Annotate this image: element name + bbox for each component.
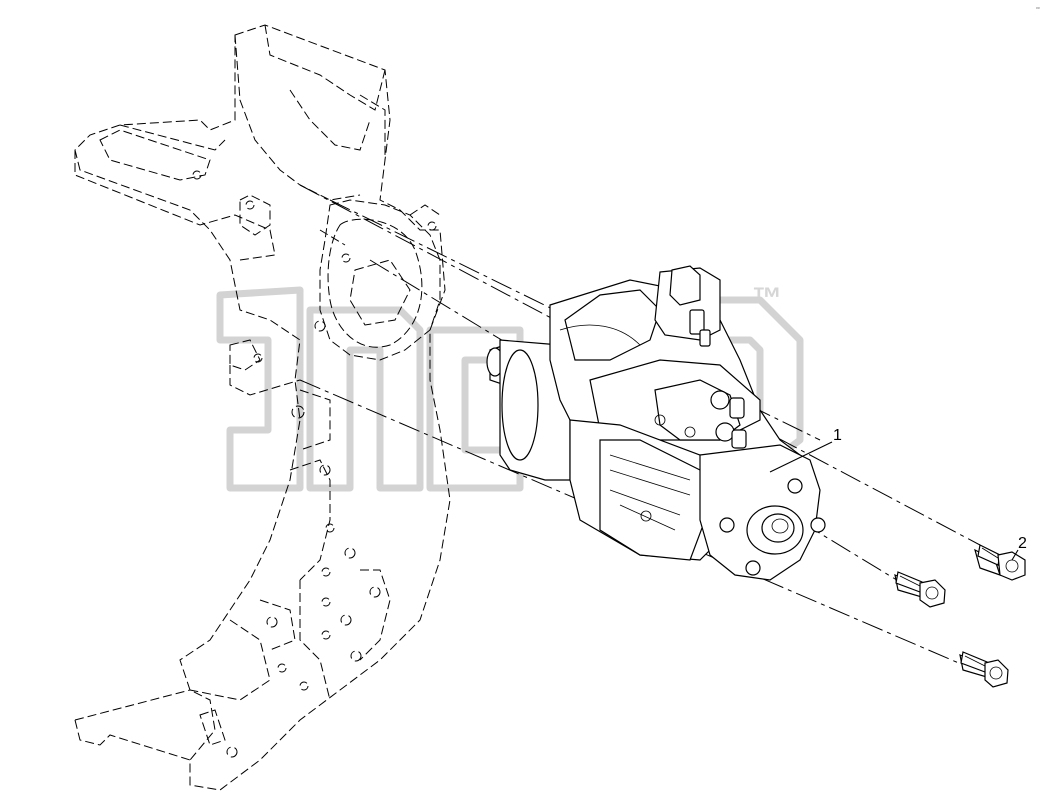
starter-motor xyxy=(486,265,826,581)
callout-2-label: 2 xyxy=(1018,535,1027,552)
callout-1: 1 xyxy=(769,427,842,473)
mounting-bolt-lower xyxy=(959,651,1009,688)
flywheel-housing xyxy=(74,24,451,791)
callout-1-label: 1 xyxy=(833,427,842,444)
mounting-bolt-middle xyxy=(894,571,946,608)
mounting-bolt-upper xyxy=(974,544,1026,581)
corner-mark: ᵒᵒ xyxy=(1036,6,1040,12)
trademark-symbol: ™ xyxy=(752,282,782,315)
callout-2: 2 xyxy=(1011,535,1027,561)
